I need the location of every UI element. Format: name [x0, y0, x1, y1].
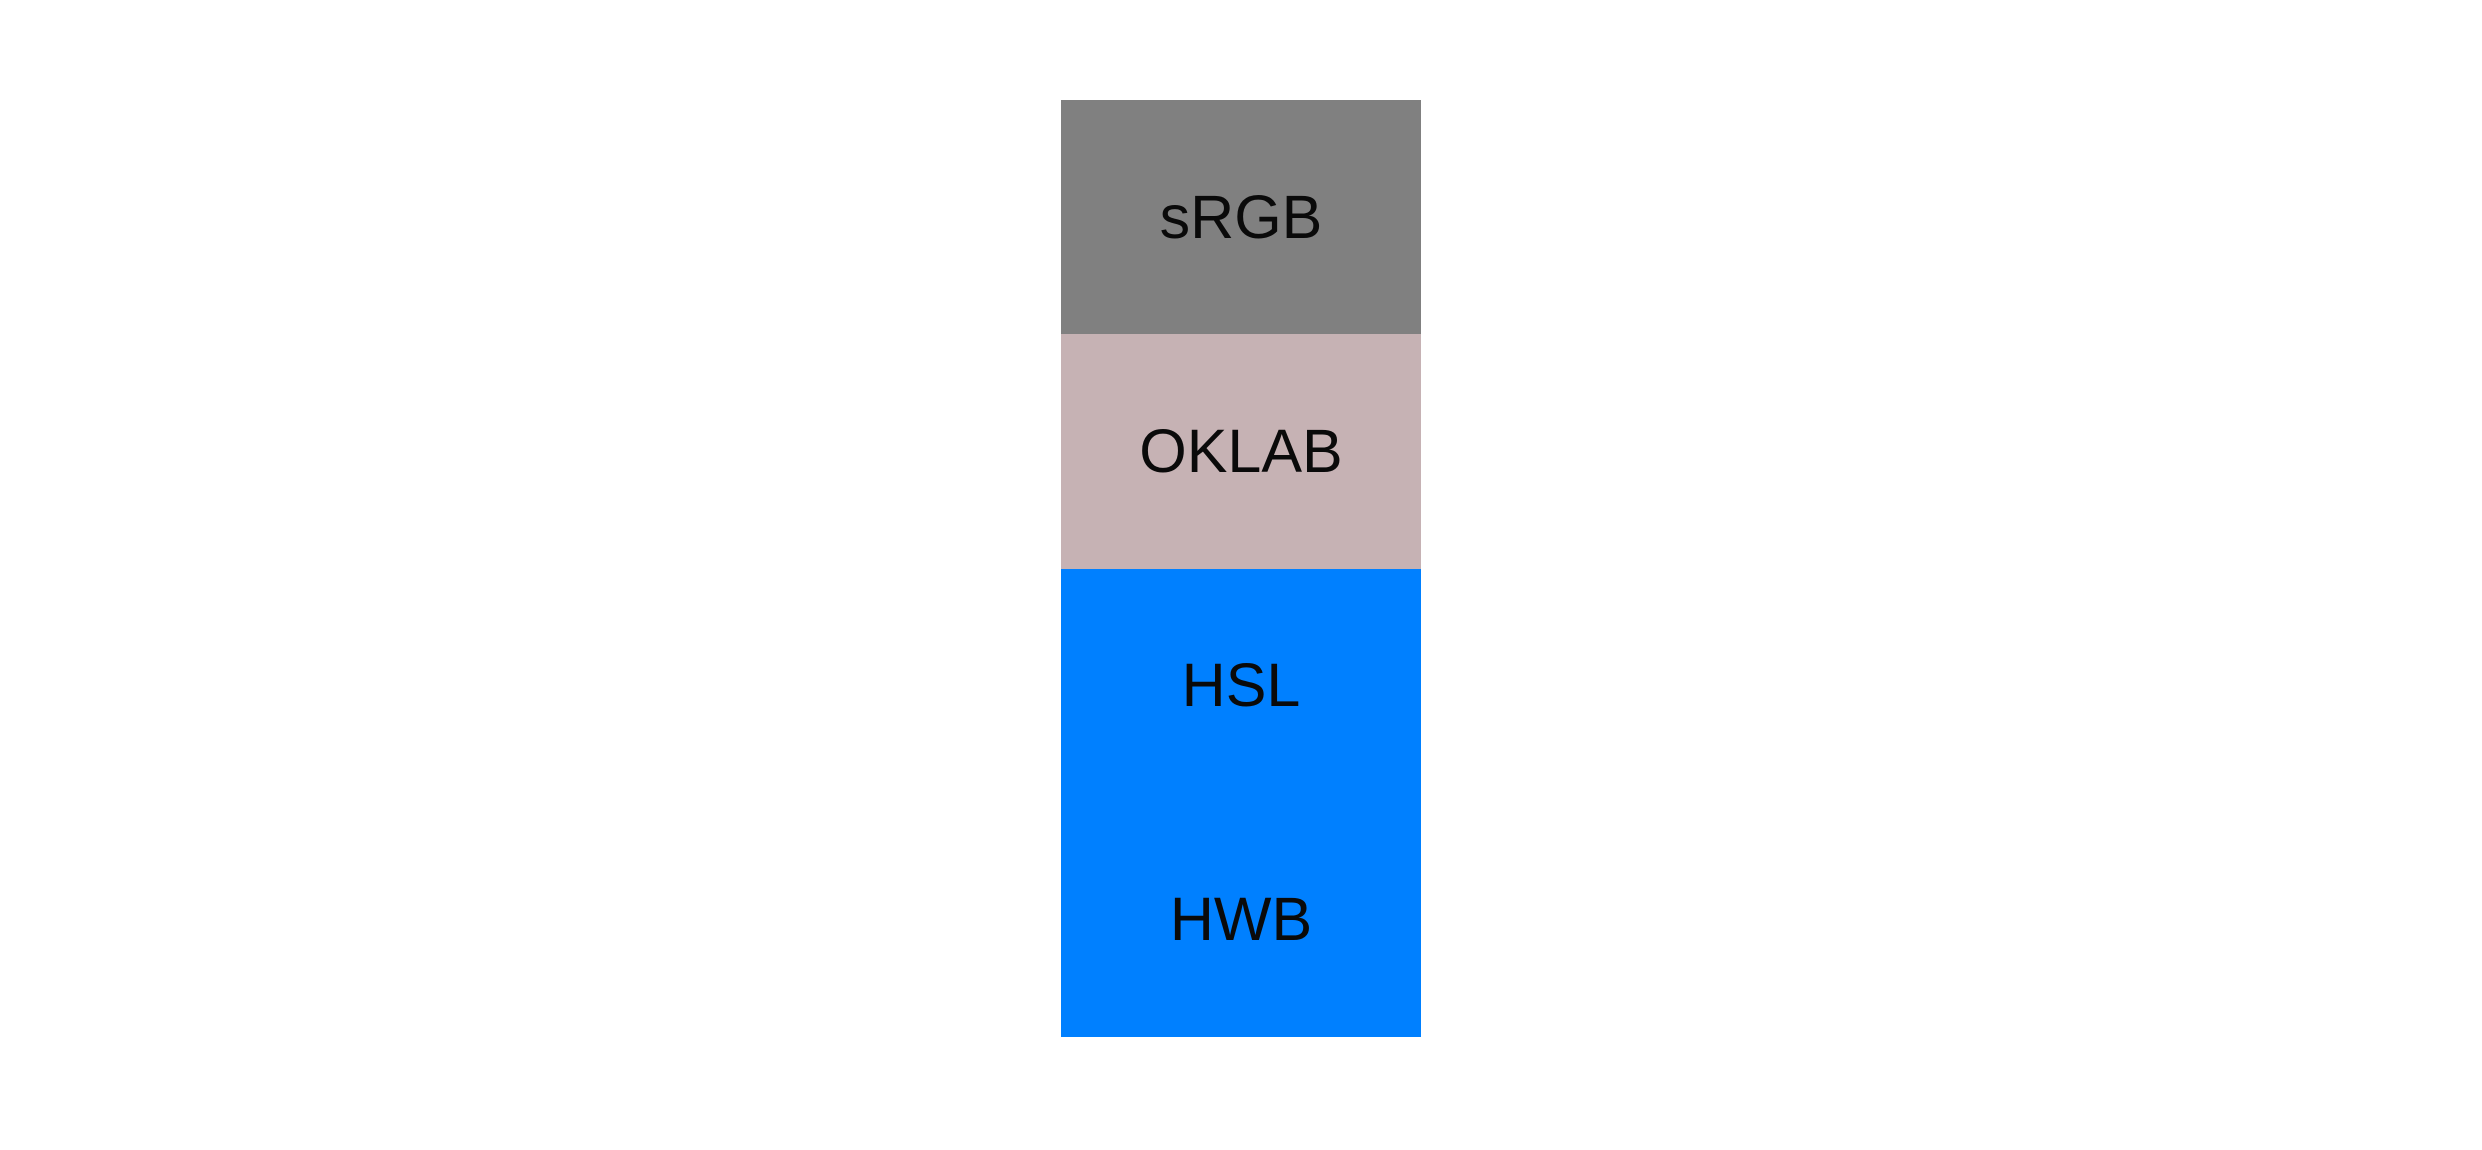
swatch-label-oklab: OKLAB — [1139, 416, 1343, 485]
swatch-hwb: HWB — [1061, 802, 1421, 1037]
swatch-stack: sRGB OKLAB HSL HWB — [1061, 100, 1421, 1037]
swatch-label-hwb: HWB — [1169, 885, 1313, 954]
swatch-srgb: sRGB — [1061, 100, 1421, 335]
swatch-label-srgb: sRGB — [1159, 182, 1323, 251]
swatch-oklab: OKLAB — [1061, 334, 1421, 569]
swatch-label-hsl: HSL — [1181, 651, 1301, 720]
swatch-hsl: HSL — [1061, 568, 1421, 803]
